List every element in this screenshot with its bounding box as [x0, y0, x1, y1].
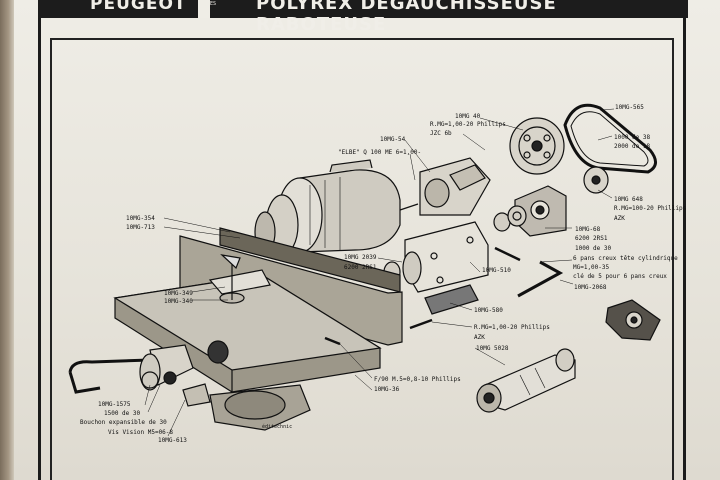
label-10mg-40: 10MG 40: [455, 113, 481, 120]
label-editechnic: éditechnic: [262, 424, 293, 430]
label-10mg-349: 10MG-349: [164, 290, 193, 297]
label-10mg-5028: 10MG 5028: [476, 345, 509, 352]
label-azk-mid: AZK: [474, 334, 485, 341]
knob-part: [605, 299, 661, 341]
label-10mg-354: 10MG-354: [126, 215, 155, 222]
label-6200-2rs1-right: 6200 2RS1: [575, 235, 608, 242]
label-10mg-580: 10MG-580: [474, 307, 503, 314]
rubber-pad: [424, 284, 479, 315]
handle-assembly: [68, 344, 211, 407]
label-10mg-648: 10MG 648: [614, 196, 643, 203]
blade-guard: [208, 254, 271, 304]
label-10mg-613: 10MG-613: [158, 437, 187, 444]
side-plate: [514, 185, 567, 237]
label-10mg-2039: 10MG 2039: [344, 254, 377, 261]
document-title: POLYREX DEGAUCHISSEUSE RABOTEUSE: [256, 0, 557, 35]
label-6200-2rs1-left: 6200 2RS1: [344, 264, 377, 271]
label-jzc-6b: JZC 6b: [430, 130, 452, 137]
cutter-block: [381, 205, 527, 293]
label-f90-screw: F/90 M.5=0,8-10 Phillips: [374, 376, 461, 383]
screw-2: [324, 336, 341, 346]
shaft-assembly: [476, 348, 576, 413]
label-10mg-2068: 10MG-2068: [574, 284, 607, 291]
label-10mg-510: 10MG-510: [482, 267, 511, 274]
large-pulley: [509, 117, 565, 175]
label-2000-de-18: 2000 de 18: [614, 143, 651, 150]
label-mg-1-00-35: MG=1,00-35: [573, 264, 610, 271]
label-rmg100-phillips: R.MG=100-20 Phillips: [614, 205, 687, 212]
label-10mg-713: 10MG-713: [126, 224, 155, 231]
leader-lines: [144, 108, 615, 437]
label-10mg-54: 10MG-54: [380, 136, 406, 143]
outer-border: [38, 18, 686, 480]
banner-divider: [198, 0, 210, 18]
motor-bracket: [419, 157, 491, 216]
label-1500-de-30: 1500 de 30: [104, 410, 141, 417]
label-rmg-phillips-mid: R.MG=1,00-20 Phillips: [474, 324, 550, 331]
label-vis-vision: Vis Vision M5=06-8: [108, 429, 174, 436]
label-1000-de-30: 1000 de 30: [575, 245, 612, 252]
machine-base: [209, 384, 311, 431]
label-10mg-565: 10MG-565: [615, 104, 644, 111]
small-pulley: [583, 166, 609, 194]
label-10mg-36: 10MG-36: [374, 386, 400, 393]
label-elbe-motor: "ELBE" Q 100 ME 6=1,00-: [338, 149, 422, 156]
brand-name: PEUGEOT: [90, 0, 187, 14]
screw: [409, 318, 433, 330]
label-rmg-phillips-top: R.MG=1,00-20 Phillips: [430, 121, 506, 128]
label-10mg-340: 10MG-340: [164, 298, 193, 305]
label-1000-de-38: 1000 de 38: [614, 134, 651, 141]
label-6-pans-creux: 6 pans creux tête cylindrique: [573, 255, 678, 262]
label-10mg-68: 10MG-68: [575, 226, 601, 233]
paper-edge-shadow: [0, 0, 14, 480]
drive-belt: [563, 103, 657, 174]
screw-3: [494, 246, 521, 262]
label-bouchon-expansible: Bouchon expansible de 30: [80, 419, 167, 426]
inner-border: [50, 38, 674, 480]
label-10mg-1575: 10MG-1575: [98, 401, 131, 408]
allen-key-tool: [517, 260, 564, 298]
label-azk-top: AZK: [614, 215, 625, 222]
electric-motor: [254, 159, 419, 256]
label-cle-de-5: clé de 5 pour 6 pans creux: [573, 273, 667, 280]
